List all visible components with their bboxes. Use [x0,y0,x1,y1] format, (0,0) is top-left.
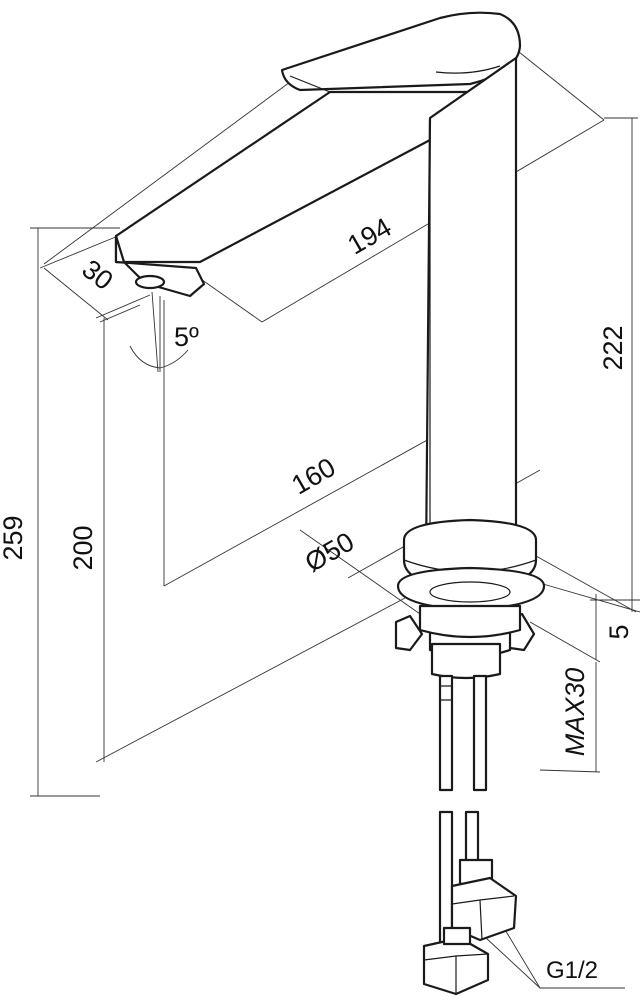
faucet-body [114,11,546,996]
fixing-bolt-left [394,614,424,652]
label-total-height: 259 [0,515,28,560]
hose-upper-left [438,674,454,792]
vertical-body [424,56,518,573]
label-base-thickness: 5 [604,624,634,639]
label-thread-size: G1/2 [546,957,598,984]
label-max-thickness: MAX30 [560,668,590,757]
label-base-diameter: Ø50 [300,526,359,578]
spout-tip [114,234,206,298]
label-axis-distance: 160 [286,452,340,501]
hose-lower-left [438,810,454,946]
label-spout-height: 200 [68,525,98,570]
dimension-labels: 259 200 222 194 30 160 Ø50 5º 5 MAX30 G1… [0,212,634,984]
lever-handle [280,11,522,92]
label-body-height: 222 [598,325,628,370]
label-spout-depth: 30 [76,254,118,296]
hose-upper-right [472,674,488,792]
label-spout-reach: 194 [342,212,396,261]
label-spout-angle: 5º [174,322,199,352]
